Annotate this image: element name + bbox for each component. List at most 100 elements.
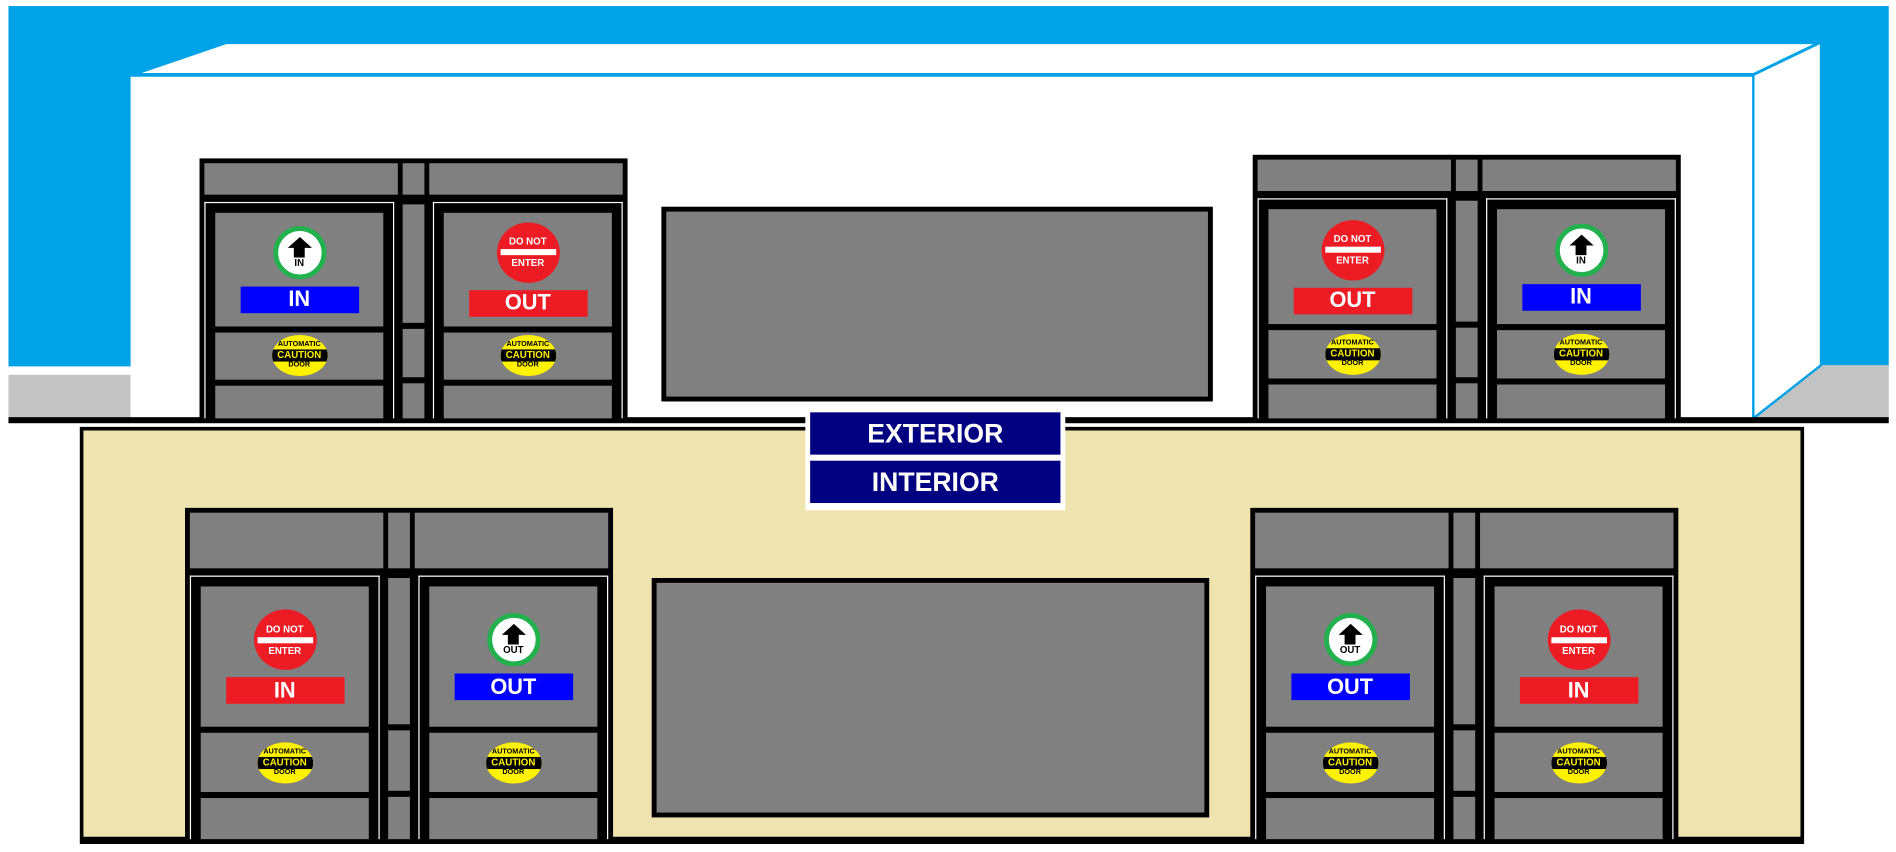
caution-automatic-text: AUTOMATIC [491,748,535,756]
caution-automatic-text: AUTOMATIC [1331,340,1374,348]
do-not-enter-sign: DO NOT ENTER [1547,609,1611,671]
caution-text: CAUTION [256,756,313,769]
enter-text: ENTER [268,645,302,657]
caution-text: CAUTION [1324,348,1381,361]
caution-automatic-text: AUTOMATIC [1328,748,1372,756]
up-arrow-icon [1568,234,1594,246]
caution-door-text: DOOR [288,361,311,370]
enter-text: ENTER [511,257,545,269]
up-arrow-icon [501,624,526,636]
door-direction-label: OUT [454,673,573,701]
enter-text: ENTER [1562,645,1595,657]
kick-panel [200,798,369,840]
caution-text: CAUTION [1550,756,1607,769]
caution-text: CAUTION [271,349,328,362]
do-not-text: DO NOT [508,236,547,248]
up-arrow-icon [1337,624,1363,636]
caution-automatic-text: AUTOMATIC [263,748,307,756]
arrow-sign-text: OUT [1339,644,1361,656]
sidewalk-right [1753,365,1889,419]
arrow-sign: OUT [1323,613,1377,667]
do-not-enter-sign: DO NOT ENTER [496,222,560,283]
caution-door-text: DOOR [1567,768,1590,776]
door-direction-label: IN [1521,283,1641,311]
sidewalk-left [8,374,131,419]
enter-text: ENTER [1336,255,1369,267]
caution-automatic-text: AUTOMATIC [506,341,550,349]
kick-panel [1496,384,1666,419]
arrow-sign: IN [1554,223,1608,277]
arrow-sign-text: OUT [503,644,524,656]
canopy-top [130,40,1822,77]
caution-door-text: DOOR [1339,768,1361,776]
caution-door-text: DOOR [516,361,539,370]
caution-automatic-text: AUTOMATIC [277,341,321,349]
transom [1250,508,1678,569]
caution-text: CAUTION [1553,348,1609,361]
caution-text: CAUTION [499,349,556,362]
caution-automatic-text: AUTOMATIC [1559,340,1603,348]
kick-panel [443,385,612,419]
transom [200,158,628,195]
door-direction-label: OUT [1290,673,1410,701]
kick-panel [429,798,598,840]
exterior-interior-sign: EXTERIOR INTERIOR [805,411,1066,511]
caution-text: CAUTION [1322,756,1378,769]
door-direction-label: OUT [1293,287,1412,315]
kick-panel [1494,798,1663,840]
wall-side [1752,40,1823,421]
do-not-text: DO NOT [265,623,304,635]
interior-label: INTERIOR [810,460,1061,504]
no-entry-bar-icon [499,249,556,256]
caution-door-text: DOOR [1570,360,1592,368]
arrow-sign-text: IN [294,257,305,269]
center-mullion [1453,577,1476,840]
kick-panel [215,385,384,419]
exterior-window [661,206,1213,402]
door-direction-label: OUT [468,289,588,317]
arrow-sign: IN [272,225,326,280]
caution-door-text: DOOR [273,768,296,776]
kick-panel [1268,384,1437,419]
caution-door-text: DOOR [502,768,525,776]
center-mullion [1455,200,1478,419]
exterior-label: EXTERIOR [810,412,1061,455]
do-not-enter-sign: DO NOT ENTER [253,609,317,671]
door-direction-label: IN [1519,677,1638,705]
no-entry-bar-icon [1324,246,1381,253]
caution-text: CAUTION [485,756,542,769]
interior-window [651,577,1210,818]
do-not-enter-sign: DO NOT ENTER [1321,219,1384,281]
do-not-text: DO NOT [1333,233,1372,245]
arrow-sign-text: IN [1576,254,1586,266]
center-mullion [402,204,425,419]
up-arrow-icon [287,236,312,248]
no-entry-bar-icon [256,636,313,643]
do-not-text: DO NOT [1559,623,1598,635]
door-direction-label: IN [240,286,359,313]
no-entry-bar-icon [1550,636,1607,643]
caution-door-text: DOOR [1341,360,1364,368]
door-direction-label: IN [225,677,345,705]
arrow-sign: OUT [486,613,540,667]
